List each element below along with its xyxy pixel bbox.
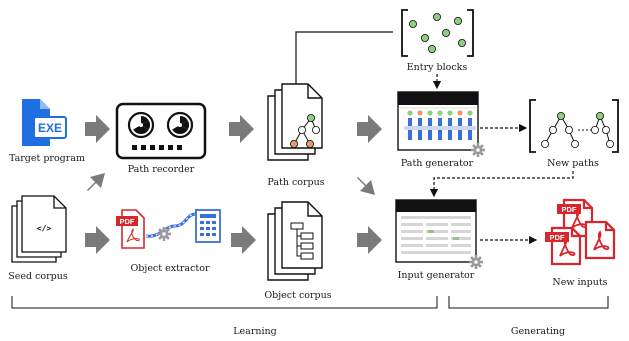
arrow-target-to-recorder bbox=[85, 115, 110, 143]
path-corpus-label: Path corpus bbox=[267, 177, 324, 188]
target-program-label: Target program bbox=[9, 153, 85, 164]
generating-bracket bbox=[448, 296, 609, 309]
path-generator-icon bbox=[397, 91, 485, 157]
exe-badge: EXE bbox=[38, 121, 62, 135]
path-recorder-label: Path recorder bbox=[128, 164, 195, 175]
path-corpus-icon bbox=[267, 83, 323, 161]
new-paths-icon bbox=[529, 99, 619, 153]
pdf-badge-2: PDF bbox=[550, 233, 565, 242]
arrow-corpus-to-path-generator bbox=[357, 115, 382, 143]
code-glyph: </> bbox=[37, 224, 52, 233]
exe-file-icon: EXE bbox=[22, 99, 67, 146]
pdf-extractor-icon: PDF bbox=[116, 209, 221, 249]
entry-blocks-label: Entry blocks bbox=[407, 62, 468, 73]
gear-icon bbox=[471, 143, 485, 157]
seed-corpus-label: Seed corpus bbox=[8, 271, 68, 282]
arrow-seed-to-extractor bbox=[85, 226, 110, 254]
object-extractor-label: Object extractor bbox=[131, 263, 210, 274]
seed-corpus-icon: </> bbox=[11, 195, 67, 263]
entry-blocks-icon bbox=[401, 9, 474, 57]
arrow-new-paths-to-input-generator bbox=[429, 171, 574, 198]
arrow-object-corpus-to-input-generator bbox=[357, 226, 382, 254]
new-paths-label: New paths bbox=[547, 158, 599, 169]
arrow-extractor-to-object-corpus bbox=[231, 226, 256, 254]
input-gear-icon bbox=[469, 255, 483, 269]
new-inputs-icon: PDF PDF bbox=[545, 198, 616, 266]
pdf-badge-1: PDF bbox=[562, 205, 577, 214]
arrow-recorder-to-corpus bbox=[229, 115, 254, 143]
arrow-path-corpus-to-input-generator bbox=[357, 177, 375, 195]
path-generator-label: Path generator bbox=[401, 158, 474, 169]
generating-label: Generating bbox=[511, 326, 565, 337]
input-generator-label: Input generator bbox=[398, 270, 475, 281]
pdf-badge: PDF bbox=[120, 217, 135, 226]
object-corpus-icon bbox=[267, 201, 323, 281]
learning-bracket bbox=[11, 296, 438, 309]
learning-label: Learning bbox=[233, 326, 277, 337]
input-generator-icon bbox=[395, 199, 483, 269]
arrow-seed-to-target bbox=[87, 173, 105, 191]
connector-corpus-to-entry bbox=[295, 31, 393, 84]
tape-recorder-icon bbox=[115, 102, 207, 160]
object-corpus-label: Object corpus bbox=[264, 290, 331, 301]
new-inputs-label: New inputs bbox=[552, 277, 607, 288]
extractor-gear-icon bbox=[157, 227, 171, 241]
